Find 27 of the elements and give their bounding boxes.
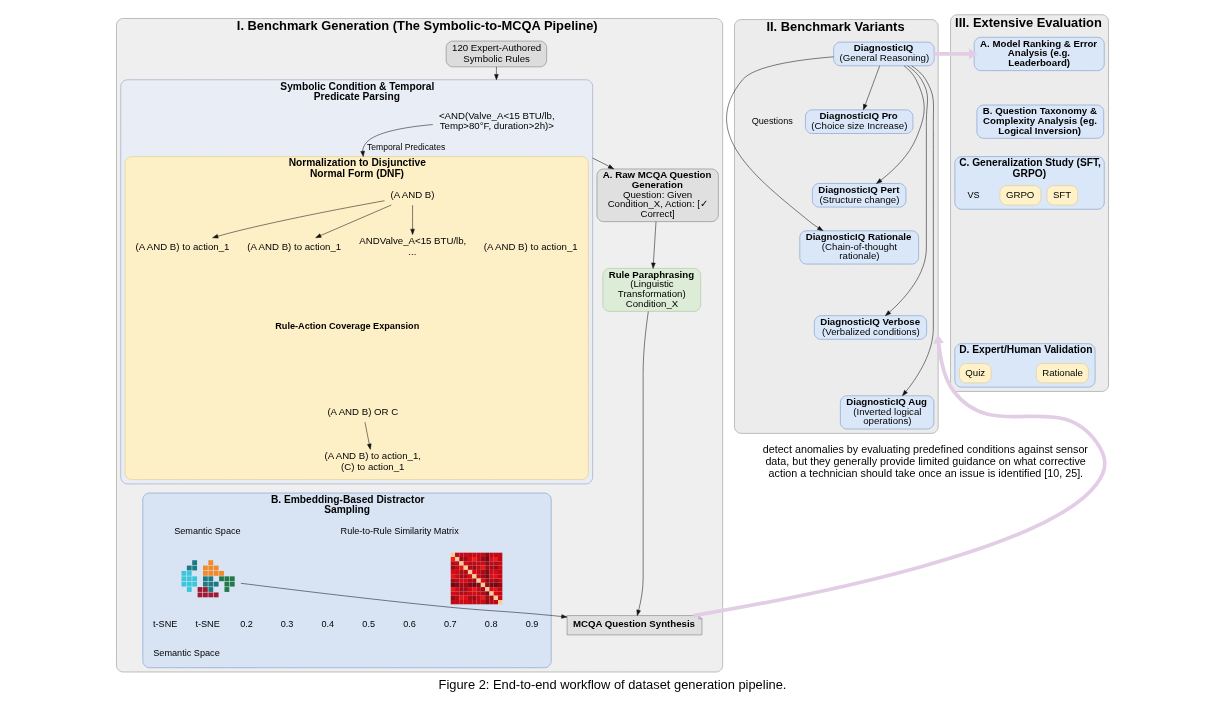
label: 0.7 xyxy=(443,619,457,630)
label: detect anomalies by evaluating predefined conditions against sensor data, but they generally provide limited guidance on what corrective action a technician should take once an issue is identified [10, 25]. xyxy=(762,443,1088,479)
label: 0.2 xyxy=(239,619,253,630)
label: 0.9 xyxy=(525,619,538,630)
label: Rule-to-Rule Similarity Matrix xyxy=(340,525,459,536)
node-text: (A AND B) to action_1, (C) to action_1 xyxy=(323,450,421,473)
label: 0.8 xyxy=(484,619,498,630)
label: VS xyxy=(966,189,980,200)
node-text: ANDValve_A<15 BTU/lb, ... xyxy=(358,235,466,258)
node-text: (A AND B) xyxy=(390,188,435,200)
label: t-SNE xyxy=(152,619,177,630)
caption: Figure 2: End-to-end workflow of dataset generation pipeline. xyxy=(438,676,786,692)
label: 0.6 xyxy=(402,619,416,630)
node-text: (A AND B) to action_1 xyxy=(483,240,578,252)
label: 0.5 xyxy=(361,619,375,630)
node-text: (A AND B) OR C xyxy=(326,405,398,417)
label: 0.4 xyxy=(320,619,334,630)
label: t-SNE xyxy=(194,619,220,630)
node-text: (A AND B) to action_1 xyxy=(246,240,341,252)
node-text: (A AND B) to action_1 xyxy=(135,240,229,252)
label: Semantic Space xyxy=(173,525,241,536)
label: Semantic Space xyxy=(152,647,220,658)
node-text: <AND(Valve_A<15 BTU/lb, Temp>80°F, duration>2h)> xyxy=(438,109,555,132)
label: 0.3 xyxy=(280,619,293,630)
edge-label: Temporal Predicates xyxy=(366,141,445,152)
label: Questions xyxy=(751,115,793,126)
label: Rule-Action Coverage Expansion xyxy=(274,321,419,332)
